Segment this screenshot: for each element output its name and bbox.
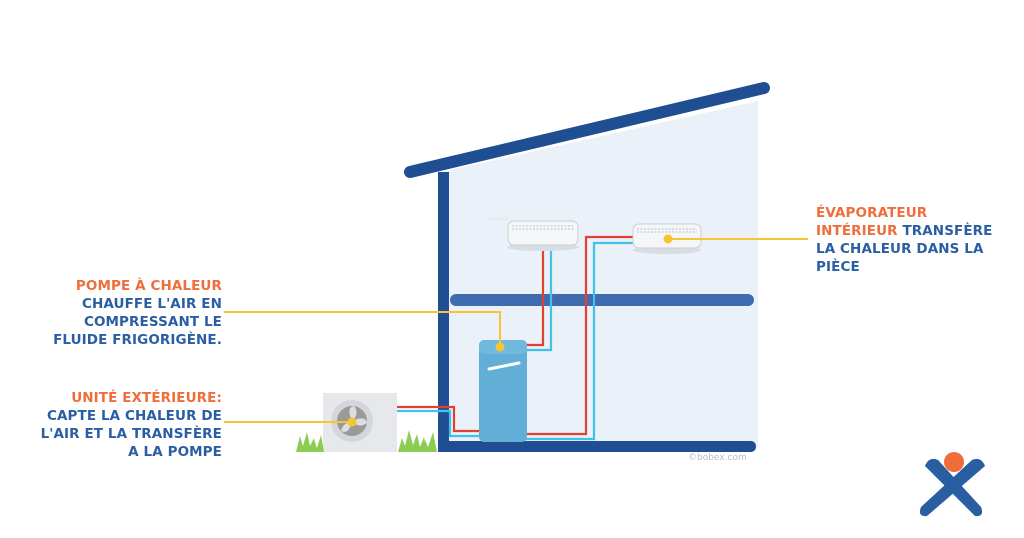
label-unite-exterieure: UNITÉ EXTÉRIEURE: CAPTE LA CHALEUR DE L'… <box>20 389 222 461</box>
label-unite-line-1: CAPTE LA CHALEUR DE <box>47 408 222 424</box>
image-credit: ©bobex.com <box>688 453 747 463</box>
label-pompe-title: POMPE À CHALEUR <box>75 278 222 294</box>
connectors <box>224 238 808 423</box>
house-roof <box>404 82 770 178</box>
pipe-outdoor-cyan <box>396 409 480 438</box>
label-evap-line-2: PIÈCE <box>816 259 860 275</box>
indoor-unit-left <box>486 217 579 251</box>
pipe-outdoor-red <box>396 405 480 433</box>
label-pompe-line-1: CHAUFFE L'AIR EN <box>82 296 222 312</box>
heat-pump-unit <box>479 340 527 442</box>
label-evap-title-1: ÉVAPORATEUR <box>816 205 928 221</box>
floor-beam <box>450 294 754 306</box>
connector-dot-evap <box>663 234 673 244</box>
label-unite-line-3: A LA POMPE <box>128 444 222 460</box>
pipe-cyan-right <box>526 241 634 441</box>
grass <box>296 430 437 452</box>
label-evap-title-2-blue: TRANSFÈRE <box>897 223 993 239</box>
label-unite-title: UNITÉ EXTÉRIEURE: <box>71 390 222 406</box>
label-evap-line-1: LA CHALEUR DANS LA <box>816 241 984 257</box>
brand-logo <box>919 452 985 517</box>
connector-pompe <box>224 311 501 346</box>
pipe-red-right <box>526 235 634 436</box>
connector-dot-pompe <box>495 342 505 352</box>
label-pompe-line-2: COMPRESSANT LE <box>83 314 222 330</box>
label-unite-line-2: L'AIR ET LA TRANSFÈRE <box>40 426 222 442</box>
pipe-cyan-left <box>520 246 553 352</box>
label-evap-title-2-orange: INTÉRIEUR <box>816 223 898 239</box>
label-pompe-a-chaleur: POMPE À CHALEUR CHAUFFE L'AIR EN COMPRES… <box>40 277 222 349</box>
label-evap-title-2: INTÉRIEUR TRANSFÈRE <box>816 222 1006 240</box>
connector-dot-unite <box>347 417 357 427</box>
house-ground <box>438 441 756 452</box>
label-pompe-line-3: FLUIDE FRIGORIGÈNE. <box>53 332 222 348</box>
label-evaporateur-interieur: ÉVAPORATEUR INTÉRIEUR TRANSFÈRE LA CHALE… <box>816 204 1006 276</box>
